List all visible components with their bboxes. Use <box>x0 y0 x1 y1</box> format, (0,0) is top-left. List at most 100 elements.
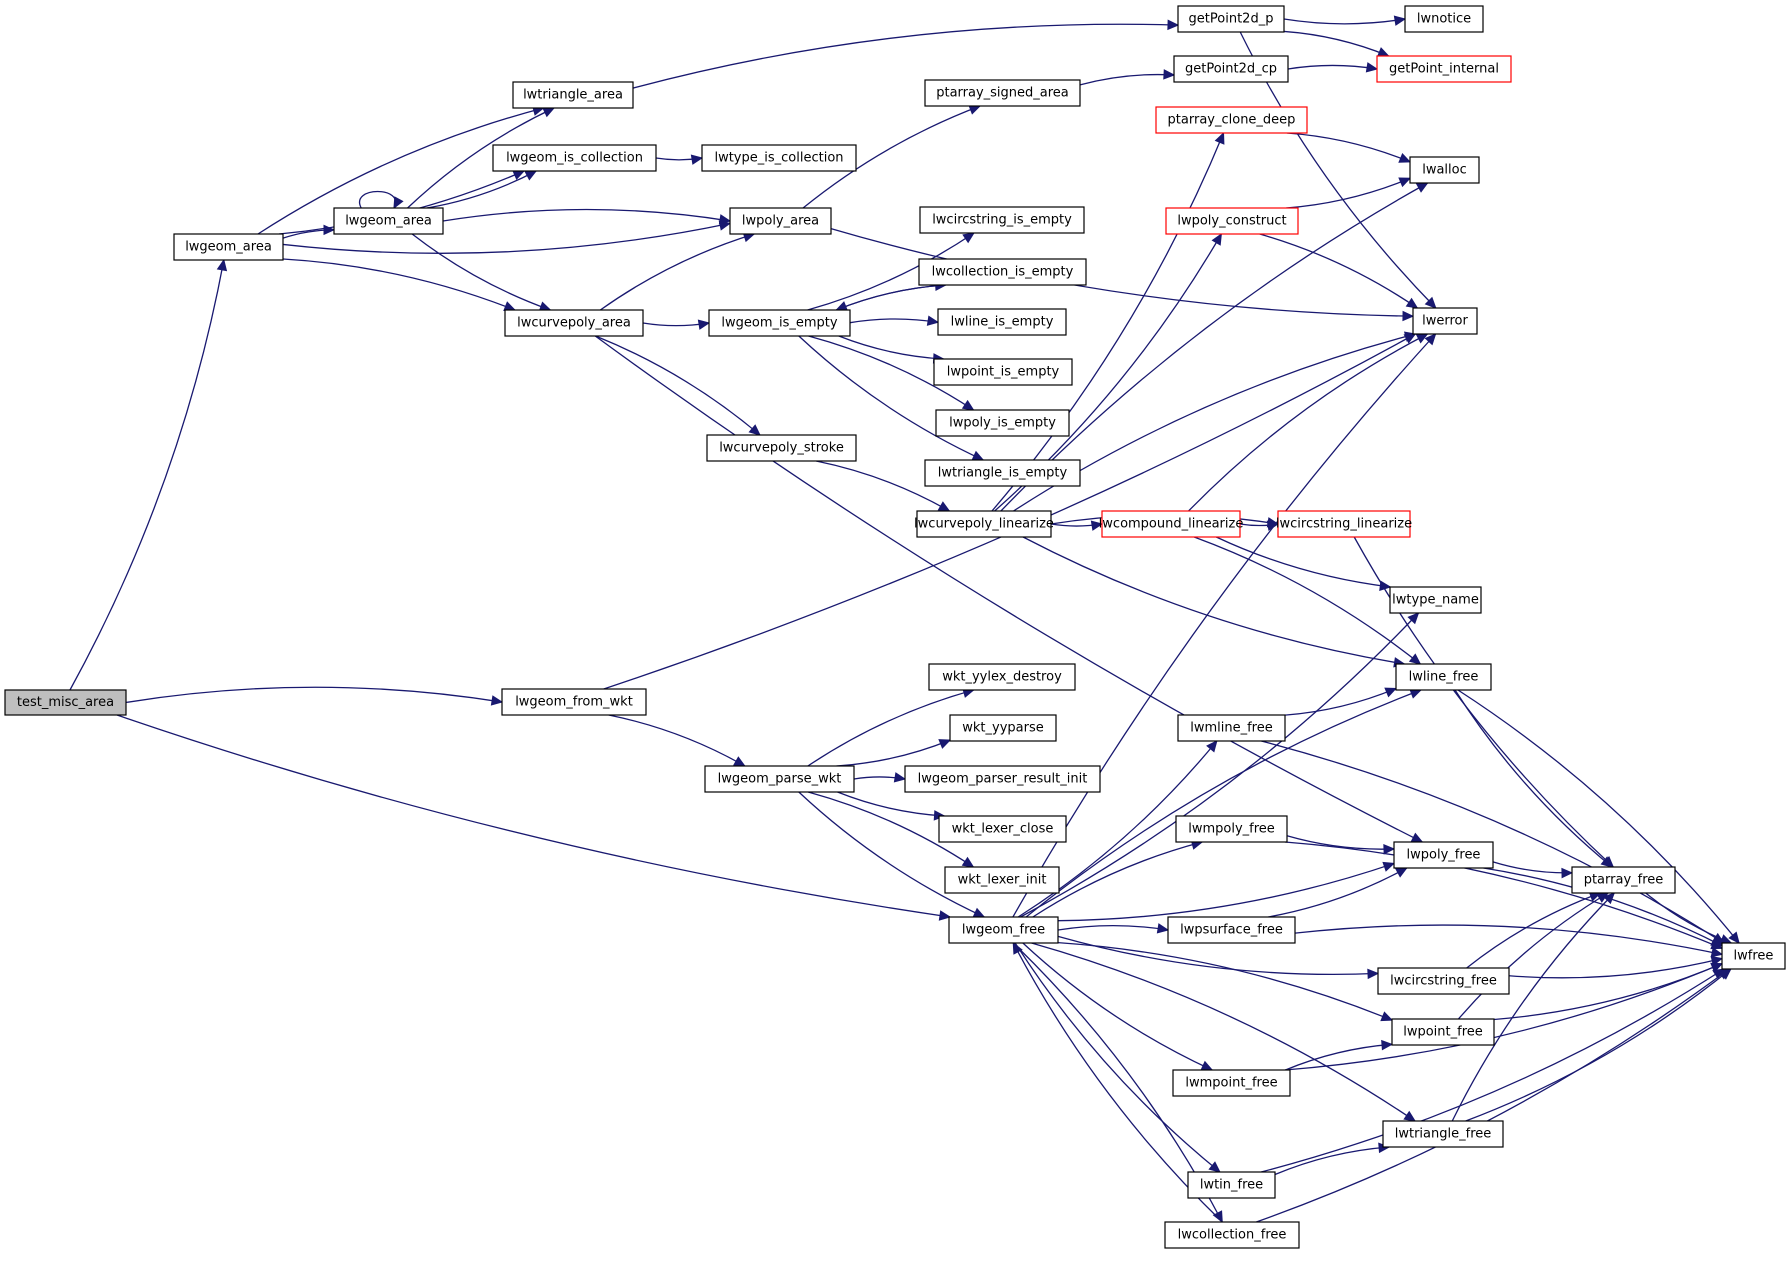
node-label: lwgeom_area <box>185 240 272 255</box>
node-lwcompound-linearize[interactable]: lwcompound_linearize <box>1099 510 1244 538</box>
node-lwgeom-area2[interactable]: lwgeom_area <box>333 207 444 235</box>
node-label: lwpoly_construct <box>1177 214 1286 229</box>
node-lwgeom-is-empty[interactable]: lwgeom_is_empty <box>708 309 851 337</box>
node-box <box>1721 942 1786 970</box>
node-wkt-lexer-close[interactable]: wkt_lexer_close <box>938 815 1067 843</box>
edge-lwcompound_linearize-to-lwerror <box>1188 333 1429 512</box>
node-wkt-lexer-init[interactable]: wkt_lexer_init <box>944 866 1060 894</box>
edge-line <box>1274 1146 1390 1176</box>
arrowhead-icon <box>1409 688 1423 699</box>
node-lwtriangle-free[interactable]: lwtriangle_free <box>1382 1120 1504 1148</box>
node-label: lwgeom_is_empty <box>721 316 838 331</box>
node-lwpoly-is-empty[interactable]: lwpoly_is_empty <box>935 409 1070 437</box>
node-lwmpoly-free[interactable]: lwmpoly_free <box>1175 815 1288 843</box>
arrowhead-icon <box>1214 131 1225 145</box>
node-lwline-free[interactable]: lwline_free <box>1395 663 1492 691</box>
node-lwcurvepoly-linearize[interactable]: lwcurvepoly_linearize <box>914 510 1054 538</box>
node-box <box>704 765 855 793</box>
node-label: lwcollection_is_empty <box>932 265 1074 280</box>
arrowhead-icon <box>718 214 732 225</box>
node-lwcurvepoly-area[interactable]: lwcurvepoly_area <box>504 309 644 337</box>
node-getpoint-internal[interactable]: getPoint_internal <box>1376 55 1512 83</box>
node-lwerror[interactable]: lwerror <box>1412 307 1478 335</box>
node-lwalloc[interactable]: lwalloc <box>1409 156 1480 184</box>
node-lwtype-is-collection[interactable]: lwtype_is_collection <box>701 144 857 172</box>
node-lwpsurface-free[interactable]: lwpsurface_free <box>1167 916 1296 944</box>
node-lwpoly-construct[interactable]: lwpoly_construct <box>1165 207 1299 235</box>
edge-lwcurvepoly_linearize-to-lwline_free <box>1022 536 1406 668</box>
edge-line <box>836 739 951 767</box>
node-test-misc-area[interactable]: test_misc_area <box>4 689 127 716</box>
arrowhead-icon <box>972 907 986 918</box>
node-lwgeom-parse-wkt[interactable]: lwgeom_parse_wkt <box>704 765 855 793</box>
node-lwgeom-area[interactable]: lwgeom_area <box>173 233 284 261</box>
node-lwcircstring-free[interactable]: lwcircstring_free <box>1377 967 1510 995</box>
edge-line <box>1294 924 1723 956</box>
arrowhead-icon <box>1012 941 1023 955</box>
node-box <box>1173 55 1289 83</box>
edge-lwmpoly_free-to-lwpoly_free <box>1286 835 1396 855</box>
node-lwcircstring-linearize[interactable]: lwcircstring_linearize <box>1276 510 1412 538</box>
node-label: ptarray_clone_deep <box>1168 113 1296 128</box>
node-lwtin-free[interactable]: lwtin_free <box>1187 1171 1276 1199</box>
edge-line <box>1454 689 1613 868</box>
node-label: lwpoly_free <box>1407 848 1481 863</box>
edge-lwmpoint_free-to-lwpoint_free <box>1285 1039 1394 1071</box>
edge-lwgeom_free-to-lwtin_free <box>1014 942 1221 1173</box>
node-lwcollection-is-empty[interactable]: lwcollection_is_empty <box>918 258 1087 286</box>
node-box <box>1277 510 1411 538</box>
node-getpoint2d-cp[interactable]: getPoint2d_cp <box>1173 55 1289 83</box>
edge-line <box>1286 177 1411 209</box>
edge-line <box>411 233 551 311</box>
node-label: wkt_lexer_init <box>958 873 1047 888</box>
node-lwpoint-free[interactable]: lwpoint_free <box>1391 1018 1495 1046</box>
node-lwfree[interactable]: lwfree <box>1721 942 1786 970</box>
node-lwtriangle-is-empty[interactable]: lwtriangle_is_empty <box>924 459 1081 487</box>
node-label: lwline_is_empty <box>951 315 1054 330</box>
node-lwtype-name[interactable]: lwtype_name <box>1389 586 1482 614</box>
edge-line <box>1286 132 1411 163</box>
edge-line <box>1283 30 1389 57</box>
node-box <box>173 233 284 261</box>
node-lwgeom-free[interactable]: lwgeom_free <box>948 916 1059 944</box>
arrowhead-icon <box>490 695 504 706</box>
node-lwpoly-area[interactable]: lwpoly_area <box>729 207 832 235</box>
node-label: lwgeom_parser_result_init <box>918 772 1088 787</box>
edge-lwpoly_free-to-ptarray_free <box>1492 861 1574 879</box>
node-ptarray-signed-area[interactable]: ptarray_signed_area <box>924 79 1081 107</box>
node-lwmpoint-free[interactable]: lwmpoint_free <box>1172 1069 1291 1097</box>
node-wkt-yylex-destroy[interactable]: wkt_yylex_destroy <box>928 663 1076 691</box>
node-lwmline-free[interactable]: lwmline_free <box>1177 714 1286 742</box>
node-box <box>935 409 1070 437</box>
node-lwcircstring-is-empty[interactable]: lwcircstring_is_empty <box>919 206 1085 234</box>
node-label: lwtriangle_is_empty <box>938 466 1068 481</box>
edge-lwmpoint_free-to-lwfree <box>1284 962 1724 1071</box>
node-ptarray-free[interactable]: ptarray_free <box>1571 866 1676 894</box>
node-getpoint2d-p[interactable]: getPoint2d_p <box>1177 5 1285 33</box>
node-lwgeom-from-wkt[interactable]: lwgeom_from_wkt <box>501 688 647 716</box>
node-lwcollection-free[interactable]: lwcollection_free <box>1164 1221 1300 1249</box>
node-lwline-is-empty[interactable]: lwline_is_empty <box>937 308 1067 336</box>
arrowhead-icon <box>1561 867 1574 879</box>
arrowhead-icon <box>1376 47 1390 57</box>
node-lwtriangle-area[interactable]: lwtriangle_area <box>512 81 634 109</box>
node-box <box>512 81 634 109</box>
node-label: lwcurvepoly_stroke <box>719 441 844 456</box>
arrowhead-icon <box>1384 687 1398 698</box>
arrowhead-icon <box>1408 653 1422 665</box>
node-lwnotice[interactable]: lwnotice <box>1404 5 1484 33</box>
node-lwcurvepoly-stroke[interactable]: lwcurvepoly_stroke <box>706 434 857 462</box>
node-label: lwmpoint_free <box>1185 1076 1277 1091</box>
node-box <box>1187 1171 1276 1199</box>
node-lwgeom-is-collection[interactable]: lwgeom_is_collection <box>492 144 657 172</box>
edge-line <box>1193 536 1421 665</box>
edge-lwgeom_area-to-lwcurvepoly_area <box>282 258 517 312</box>
node-lwpoint-is-empty[interactable]: lwpoint_is_empty <box>933 358 1073 386</box>
edge-line <box>1284 963 1723 1071</box>
node-ptarray-clone-deep[interactable]: ptarray_clone_deep <box>1155 106 1308 134</box>
edge-line <box>1466 892 1601 969</box>
node-lwpoly-free[interactable]: lwpoly_free <box>1393 841 1494 869</box>
node-lwgeom-parser-result-init[interactable]: lwgeom_parser_result_init <box>904 765 1101 793</box>
node-box <box>1389 586 1482 614</box>
node-wkt-yyparse[interactable]: wkt_yyparse <box>949 714 1057 742</box>
